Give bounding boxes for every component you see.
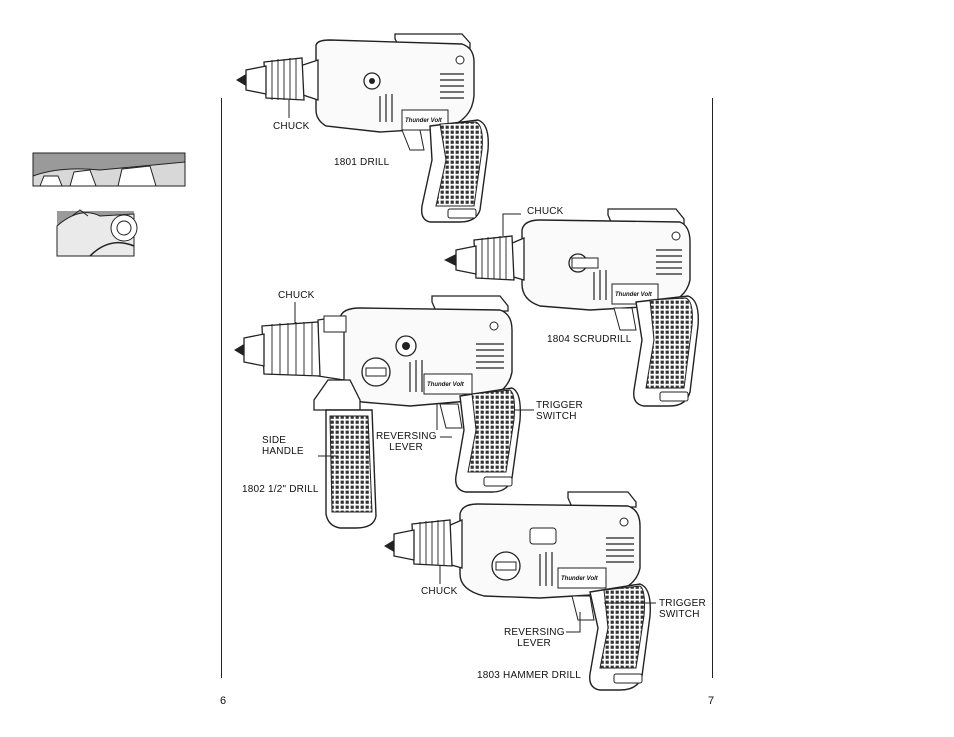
side-handle-label-1802: SIDE HANDLE bbox=[262, 435, 318, 457]
model-label-1804: 1804 SCRUDRILL bbox=[547, 334, 632, 345]
model-label-1802: 1802 1/2" DRILL bbox=[242, 484, 319, 495]
model-label-1801: 1801 DRILL bbox=[334, 157, 389, 168]
left-page-rule bbox=[221, 98, 222, 678]
page-number-right: 7 bbox=[708, 695, 714, 707]
trigger-switch-label-1802: TRIGGER SWITCH bbox=[536, 400, 583, 422]
chuck-label-1803: CHUCK bbox=[421, 586, 458, 597]
svg-text:Thunder Volt: Thunder Volt bbox=[615, 292, 653, 298]
thumbnail-fragment-top bbox=[33, 153, 185, 186]
reversing-lever-label-1802: REVERSING LEVER bbox=[376, 431, 436, 453]
chuck-label-1804: CHUCK bbox=[527, 206, 564, 217]
chuck-label-1802: CHUCK bbox=[278, 290, 315, 301]
trigger-switch-label-1803: TRIGGER SWITCH bbox=[659, 598, 706, 620]
page-number-left: 6 bbox=[220, 695, 226, 707]
chuck-label-1801: CHUCK bbox=[273, 121, 310, 132]
model-label-1803: 1803 HAMMER DRILL bbox=[477, 670, 581, 681]
thumbnail-fragment-bottom bbox=[57, 210, 137, 256]
svg-text:Thunder Volt: Thunder Volt bbox=[427, 382, 465, 388]
svg-text:Thunder Volt: Thunder Volt bbox=[561, 576, 599, 582]
right-page-rule bbox=[712, 98, 713, 678]
reversing-lever-label-1803: REVERSING LEVER bbox=[504, 627, 564, 649]
svg-text:Thunder Volt: Thunder Volt bbox=[405, 118, 443, 124]
